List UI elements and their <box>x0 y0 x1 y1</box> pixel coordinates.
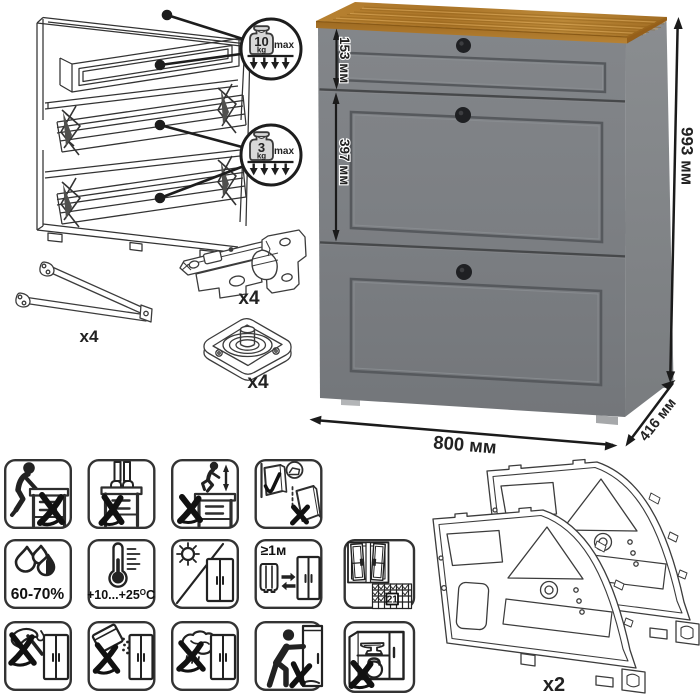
svg-text:153 мм: 153 мм <box>337 37 352 83</box>
svg-text:≥1м: ≥1м <box>261 542 287 558</box>
svg-text:60-70%: 60-70% <box>11 586 65 603</box>
svg-text:max: max <box>274 40 294 51</box>
svg-text:3: 3 <box>258 140 265 155</box>
svg-text:kg: kg <box>257 45 266 54</box>
svg-text:kg: kg <box>257 151 266 160</box>
svg-text:10: 10 <box>254 34 268 49</box>
svg-text:+10...+25OC: +10...+25OC <box>87 588 155 602</box>
svg-text:397 мм: 397 мм <box>337 139 352 185</box>
svg-text:21: 21 <box>387 595 399 606</box>
svg-text:max: max <box>274 146 294 157</box>
svg-text:x4: x4 <box>247 372 269 393</box>
svg-text:x4: x4 <box>80 327 99 346</box>
svg-text:x2: x2 <box>543 674 565 696</box>
svg-text:993 мм: 993 мм <box>678 127 697 185</box>
svg-text:x4: x4 <box>238 288 260 309</box>
